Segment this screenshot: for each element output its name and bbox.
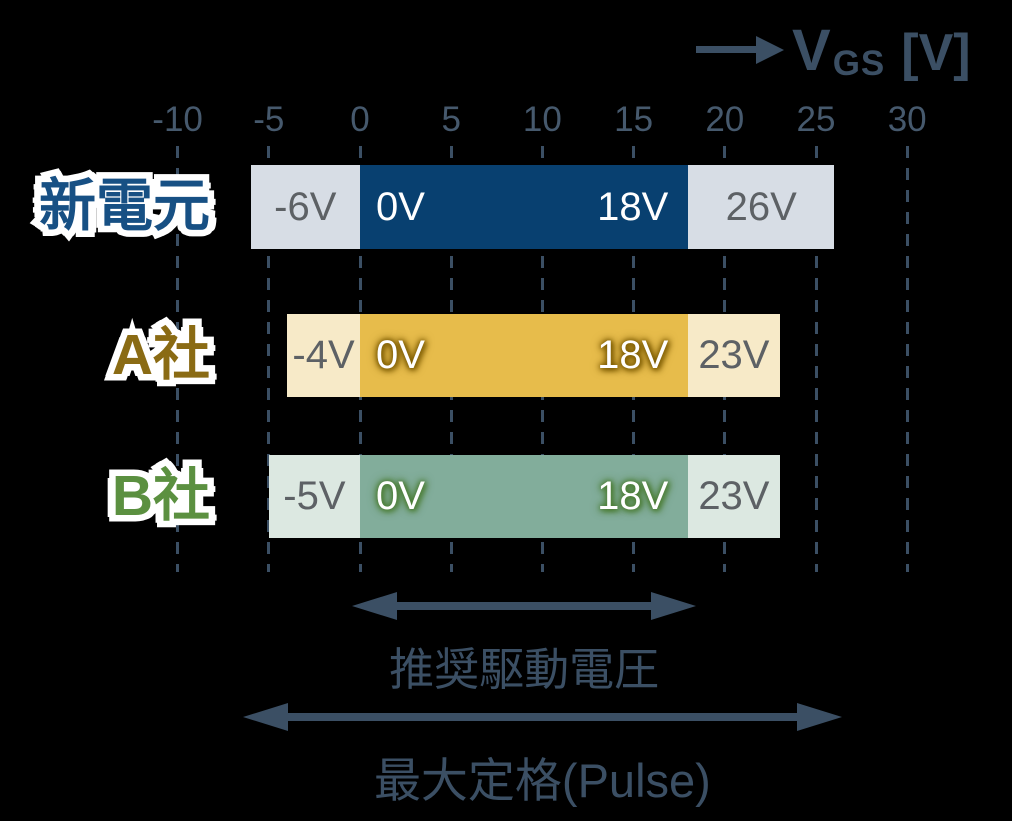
annotation-label: 最大定格(Pulse) (373, 754, 711, 807)
value-label-inner-max: 18V (597, 474, 669, 518)
row-label-text: 新電元 (39, 174, 210, 239)
axis-tick-label: 15 (614, 100, 654, 139)
arrow-head-left (352, 592, 397, 620)
arrow-head (756, 36, 784, 64)
value-label-outer-max: 26V (725, 184, 797, 229)
gridline--10 (176, 146, 180, 572)
row-label-outline: A社 (105, 316, 216, 393)
arrow-head-left (242, 703, 288, 731)
axis-tick-label: -5 (253, 100, 285, 139)
row-label-outline: 新電元 (33, 168, 217, 245)
bar-inner-range (360, 314, 689, 397)
axis-tick-label: 10 (522, 100, 562, 139)
row-label-text: B社 (111, 463, 210, 528)
value-label-inner-min: 0V (376, 184, 425, 229)
bar-row-shindengen: 新電元 新電元 -6V 0V 18V 26V (0, 165, 1012, 249)
axis-tick-label: 25 (796, 100, 836, 139)
axis-tick-label: -10 (152, 100, 203, 139)
maximum-rating-pulse-annotation: 最大定格(Pulse) (242, 703, 843, 811)
value-label-outer-min: -6V (274, 184, 337, 229)
arrow-head-right (651, 592, 697, 620)
value-label-outer-max: 23V (698, 474, 770, 518)
row-label-company-b: B社 B社 (10, 457, 216, 534)
double-arrow-icon (242, 703, 843, 731)
axis-title: V GS [V] (792, 18, 971, 83)
bar-row-company-b: B社 B社 -5V 0V 18V 23V (0, 455, 1012, 538)
arrow-shaft (696, 46, 762, 53)
axis-title-symbol: V (792, 18, 831, 83)
axis-title-subscript: GS (832, 44, 886, 83)
row-label-outline: B社 (105, 457, 216, 534)
double-arrow-icon (352, 592, 697, 620)
axis-tick-label: 0 (350, 100, 370, 139)
axis-tick-label: 5 (441, 100, 461, 139)
value-label-inner-max: 18V (597, 184, 669, 229)
value-label-inner-min: 0V (376, 333, 425, 377)
arrow-shaft (378, 602, 671, 610)
arrow-shaft (268, 713, 817, 721)
recommended-drive-voltage-annotation: 推奨駆動電圧 (352, 592, 697, 698)
value-label-inner-max: 18V (597, 333, 669, 377)
gridline--5 (267, 146, 271, 572)
value-label-inner-min: 0V (376, 474, 425, 518)
row-label-shindengen: 新電元 新電元 (10, 168, 217, 245)
bar-inner-range (360, 455, 689, 538)
value-label-outer-min: -4V (292, 333, 355, 377)
gridline-25 (814, 146, 818, 572)
arrow-head-right (797, 703, 843, 731)
row-label-text: A社 (111, 322, 210, 387)
row-label-company-a: A社 A社 (10, 316, 216, 393)
value-label-outer-min: -5V (283, 474, 346, 518)
axis-tick-label: 20 (705, 100, 745, 139)
axis-direction-arrow-icon (696, 36, 788, 64)
gridline-30 (905, 146, 909, 572)
bar-inner-range (360, 165, 689, 249)
axis-title-unit: [V] (901, 24, 971, 82)
value-label-outer-max: 23V (698, 333, 770, 377)
axis-tick-label: 30 (887, 100, 927, 139)
annotation-label: 推奨駆動電圧 (389, 644, 660, 695)
bar-row-company-a: A社 A社 -4V 0V 18V 23V (0, 314, 1012, 397)
